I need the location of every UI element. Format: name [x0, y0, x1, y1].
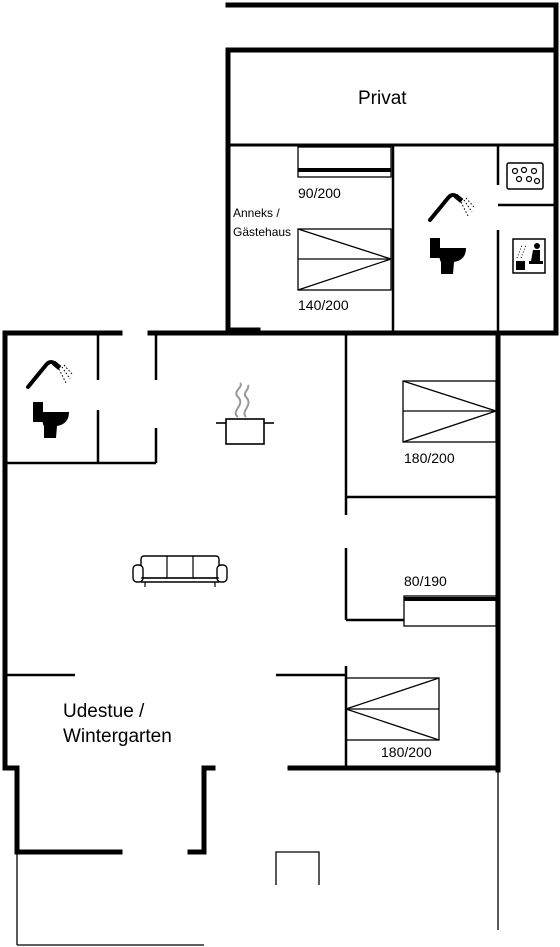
bed-size-annex-single: 90/200 — [298, 185, 341, 201]
whirlpool-icon — [506, 162, 544, 190]
bed-annex-double — [297, 228, 392, 291]
bed-annex-single — [297, 146, 392, 178]
sauna-icon — [512, 238, 546, 274]
room-label-annex-line2: Gästehaus — [233, 225, 291, 239]
bed-size-annex-double: 140/200 — [298, 297, 349, 313]
bed-right-top — [402, 380, 497, 443]
room-label-sunroom-line1: Udestue / — [63, 701, 145, 722]
cooking-pot-icon — [216, 382, 274, 445]
interior-walls — [5, 145, 556, 946]
shower-icon — [428, 193, 475, 222]
toilet-icon — [33, 402, 69, 438]
bed-size-right-top: 180/200 — [404, 450, 455, 466]
bed-size-right-mid: 80/190 — [404, 573, 447, 589]
toilet-icon — [430, 238, 466, 274]
bed-size-right-bottom: 180/200 — [381, 744, 432, 760]
exterior-walls — [2, 2, 559, 855]
room-label-sunroom-line2: Wintergarten — [63, 726, 172, 747]
shower-icon — [26, 360, 73, 389]
bed-right-mid — [403, 595, 497, 627]
sofa-icon — [132, 555, 228, 587]
bed-right-bottom — [345, 677, 440, 741]
room-label-private: Privat — [358, 88, 407, 109]
room-label-annex-line1: Anneks / — [233, 206, 280, 220]
